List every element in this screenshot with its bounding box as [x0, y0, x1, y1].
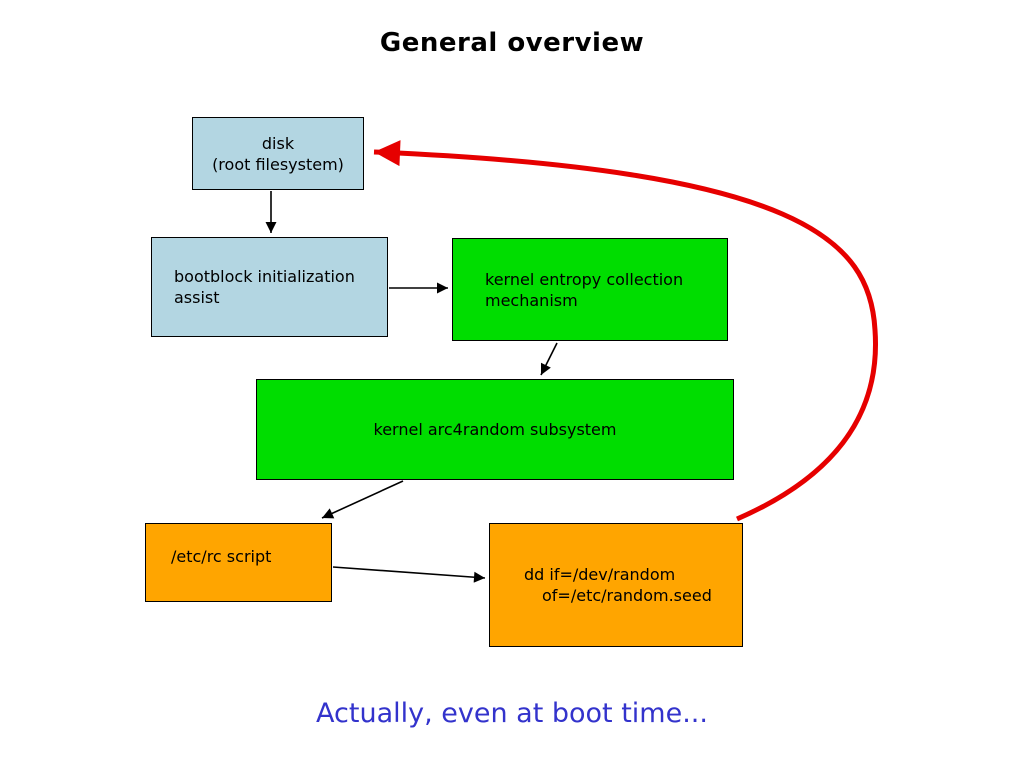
node-rc-script: /etc/rc script: [145, 523, 332, 602]
node-rc-script-label: /etc/rc script: [171, 547, 272, 566]
node-kernel-entropy-label-line2: mechanism: [485, 290, 578, 310]
arrow-arc4random-to-rc: [321, 480, 404, 519]
node-bootblock: bootblock initialization assist: [151, 237, 388, 337]
arrow-rc-to-dd: [332, 566, 486, 583]
node-arc4random: kernel arc4random subsystem: [256, 379, 734, 480]
node-dd-command: dd if=/dev/random of=/etc/random.seed: [489, 523, 743, 647]
node-disk: disk (root filesystem): [192, 117, 364, 190]
caption: Actually, even at boot time...: [316, 698, 708, 729]
node-disk-label-line2: (root filesystem): [212, 154, 344, 174]
node-kernel-entropy: kernel entropy collection mechanism: [452, 238, 728, 341]
node-bootblock-label-line1: bootblock initialization: [174, 267, 355, 286]
node-dd-command-line2: of=/etc/random.seed: [542, 586, 712, 605]
node-dd-command-line1: dd if=/dev/random: [524, 565, 676, 584]
node-bootblock-label-line2: assist: [174, 288, 220, 307]
node-disk-label-line1: disk: [261, 133, 295, 153]
node-kernel-entropy-label-line1: kernel entropy collection: [485, 269, 684, 289]
arrow-entropy-to-arc4random: [540, 342, 558, 376]
slide-title: General overview: [379, 28, 645, 58]
node-arc4random-label: kernel arc4random subsystem: [373, 420, 617, 439]
